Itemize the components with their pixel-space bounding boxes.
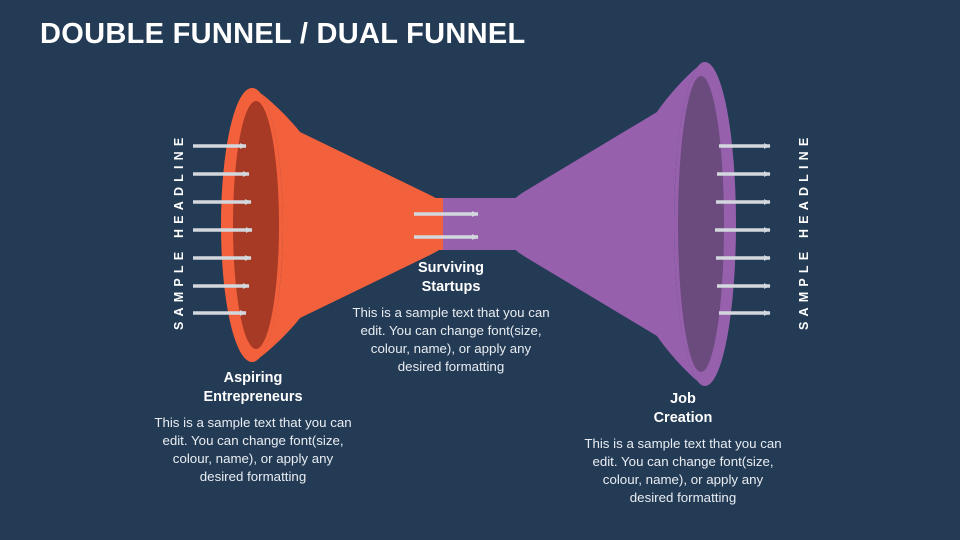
stage-title-line1: Surviving	[417, 260, 485, 276]
stage-title-line2: Startups	[421, 279, 481, 296]
vertical-headline-left: SAMPLE HEADLINE	[172, 132, 186, 330]
stage-title: Job Creation	[580, 390, 786, 428]
arrow-group-left	[193, 143, 253, 316]
funnel-right-shape	[443, 62, 736, 386]
vertical-headline-right: SAMPLE HEADLINE	[797, 132, 811, 330]
stage-title-line2: Creation	[653, 410, 713, 427]
stage-body-text: This is a sample text that you can edit.…	[584, 436, 782, 505]
stage-title-line1: Aspiring	[223, 370, 283, 386]
page-title: DOUBLE FUNNEL / DUAL FUNNEL	[40, 18, 526, 50]
stage-label-job-creation: Job Creation This is a sample text that …	[580, 390, 786, 507]
stage-body-text: This is a sample text that you can edit.…	[352, 305, 550, 374]
stage-label-aspiring-entrepreneurs: Aspiring Entrepreneurs This is a sample …	[150, 369, 356, 486]
stage-title: Aspiring Entrepreneurs	[150, 369, 356, 407]
stage-title-line1: Job	[670, 391, 696, 407]
stage-title: Surviving Startups	[350, 259, 552, 297]
stage-label-surviving-startups: Surviving Startups This is a sample text…	[350, 259, 552, 376]
stage-body-text: This is a sample text that you can edit.…	[154, 415, 352, 484]
stage-title-line2: Entrepreneurs	[203, 389, 303, 406]
funnel-left-shape	[221, 88, 444, 362]
arrow-group-right	[715, 143, 771, 316]
arrow-group-neck	[414, 211, 479, 240]
